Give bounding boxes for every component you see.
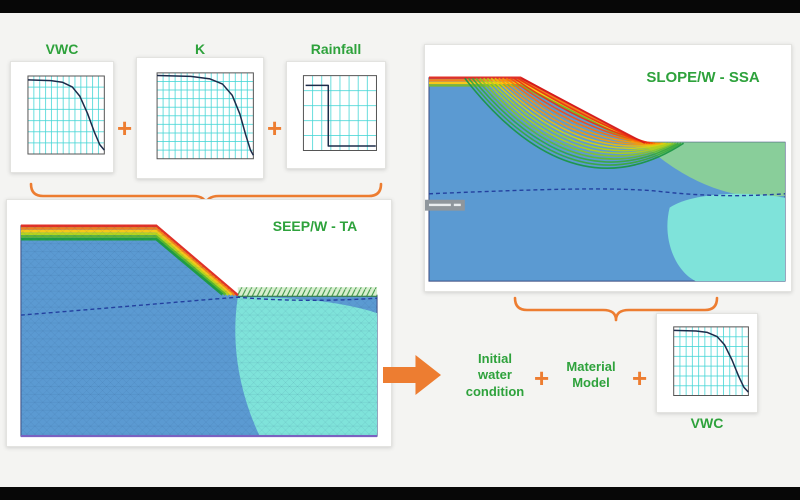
brace-slope-to-inputs xyxy=(513,296,719,322)
letterbox-bottom xyxy=(0,487,800,500)
material-model-label: Material Model xyxy=(566,359,616,391)
letterbox-top xyxy=(0,0,800,13)
water-table-line xyxy=(428,188,786,197)
seep-title: SEEP/W - TA xyxy=(272,218,358,234)
rainfall-label: Rainfall xyxy=(310,41,362,57)
seep-model-figure xyxy=(20,224,378,438)
vegetation-hatch xyxy=(237,287,378,297)
mesh-overlay xyxy=(20,225,378,437)
k-card xyxy=(136,57,264,179)
rainfall-card xyxy=(286,61,386,169)
saturation-region xyxy=(667,193,786,282)
status-tag xyxy=(425,199,465,211)
vwc-top-label: VWC xyxy=(45,41,79,57)
initial-water-condition-label: Initial water condition xyxy=(465,351,525,399)
slope-title: SLOPE/W - SSA xyxy=(646,69,760,86)
slide-canvas: VWC + K + Rainfall SEEP/W - TA xyxy=(0,13,800,487)
plus-sign-4: + xyxy=(632,363,648,393)
bench-green-region xyxy=(641,142,786,198)
slope-panel: SLOPE/W - SSA xyxy=(424,44,792,292)
vwc-bottom-card xyxy=(656,313,758,413)
slope-model-figure xyxy=(425,76,786,282)
plus-sign-1: + xyxy=(117,113,133,143)
vwc-chart xyxy=(16,67,108,167)
vwc-bottom-label: VWC xyxy=(690,415,724,431)
vwc-top-card xyxy=(10,61,114,173)
k-chart xyxy=(142,63,258,173)
seep-panel: SEEP/W - TA xyxy=(6,199,392,447)
water-table-line xyxy=(20,296,378,316)
slip-surface-fan xyxy=(464,77,685,169)
k-label: K xyxy=(194,41,206,57)
rainfall-chart xyxy=(292,67,380,163)
plus-sign-3: + xyxy=(534,363,550,393)
vwc-chart xyxy=(662,319,752,407)
plus-sign-2: + xyxy=(267,113,283,143)
